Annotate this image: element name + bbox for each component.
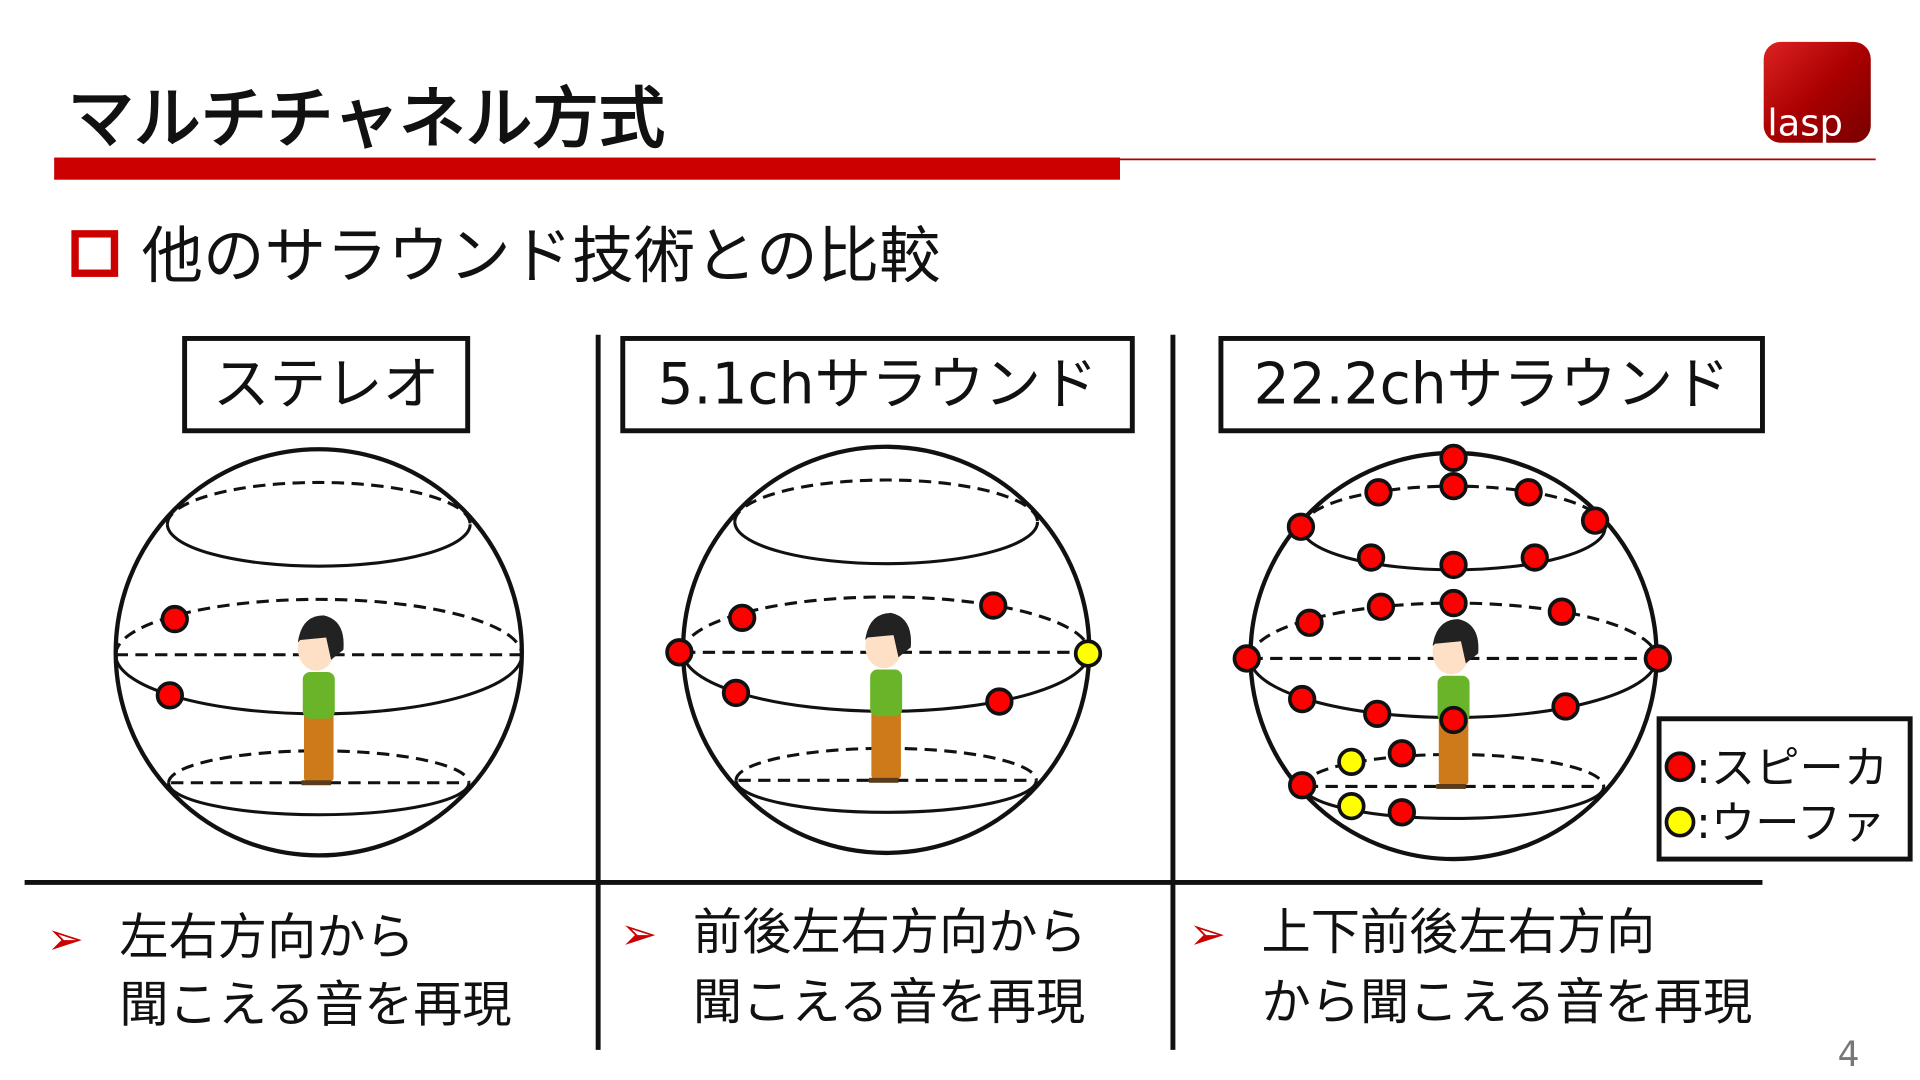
speaker-dot [1520, 543, 1549, 572]
listener-figure [297, 615, 344, 786]
desc-5-1ch-line2: 聞こえる音を再現 [693, 973, 1085, 1031]
speaker-dot [1547, 597, 1577, 626]
woofer-dot [1073, 639, 1103, 668]
speaker-dot [1439, 705, 1468, 735]
title-underline-bar [54, 157, 1121, 180]
woofer-dot [1337, 747, 1366, 777]
speaker-dot [985, 687, 1014, 716]
speaker-dot [1232, 644, 1261, 673]
speaker-dot [721, 678, 751, 708]
speaker-dot [1288, 684, 1317, 714]
desc-22-2ch-line2: から聞こえる音を再現 [1262, 973, 1753, 1031]
label-box-5-1ch [620, 336, 1135, 434]
label-box-stereo [182, 336, 471, 434]
label-5-1ch: 5.1chサラウンド [657, 352, 1097, 418]
logo-text: lasp [1767, 101, 1843, 144]
surround-22-2-sphere-diagram [1232, 443, 1673, 862]
woofer-dot [1337, 792, 1366, 821]
desc-stereo-line2: 聞こえる音を再現 [119, 976, 511, 1034]
legend-speaker: :スピーカ [1696, 743, 1888, 794]
speaker-dot [1439, 443, 1468, 472]
speaker-dot [1387, 739, 1416, 768]
speaker-dot [1356, 543, 1386, 572]
desc-5-1ch-line1: 前後左右方向から [693, 903, 1087, 961]
speaker-dot [1580, 506, 1610, 535]
speaker-dot [1387, 798, 1416, 827]
listener-figure [865, 612, 912, 783]
square-bullet-icon [71, 230, 119, 277]
desc-stereo-line1: 左右方向から [119, 908, 414, 966]
speaker-dot [1286, 512, 1316, 541]
speaker-legend-icon [1664, 751, 1696, 783]
desc-22-2ch-line1: 上下前後左右方向 [1262, 903, 1656, 961]
label-stereo: ステレオ [213, 352, 439, 418]
arrow-bullet-icon: ➢ [1189, 909, 1226, 960]
speaker-dot [1364, 478, 1393, 507]
speaker-dot [1551, 692, 1580, 721]
speaker-dot [1643, 644, 1673, 673]
page-number: 4 [1838, 1035, 1860, 1075]
slide-title: マルチチャネル方式 [68, 80, 665, 158]
speaker-dot [728, 603, 757, 633]
speaker-dot [1295, 608, 1324, 637]
legend: :スピーカ :ウーファ [1656, 716, 1913, 862]
arrow-bullet-icon: ➢ [47, 914, 84, 965]
label-22-2ch: 22.2chサラウンド [1254, 352, 1730, 418]
legend-woofer: :ウーファ [1696, 798, 1885, 849]
speaker-dot [1439, 588, 1468, 618]
label-box-22-2ch [1218, 336, 1765, 434]
speaker-dot [155, 681, 185, 710]
subtitle: 他のサラウンド技術との比較 [142, 220, 941, 292]
speaker-dot [160, 604, 189, 634]
speaker-dot [1363, 699, 1392, 729]
speaker-dot [979, 591, 1008, 620]
arrow-bullet-icon: ➢ [620, 909, 657, 960]
speaker-dot [1439, 550, 1468, 580]
speaker-dot [1439, 472, 1468, 501]
woofer-legend-icon [1664, 806, 1696, 838]
speaker-dot [1514, 478, 1543, 507]
surround-5-1-sphere-diagram [665, 444, 1103, 856]
speaker-dot [1288, 771, 1317, 800]
speaker-dot [1366, 592, 1396, 621]
stereo-sphere-diagram [113, 447, 524, 858]
lasp-logo: lasp [1763, 41, 1871, 144]
speaker-dot [665, 638, 694, 667]
